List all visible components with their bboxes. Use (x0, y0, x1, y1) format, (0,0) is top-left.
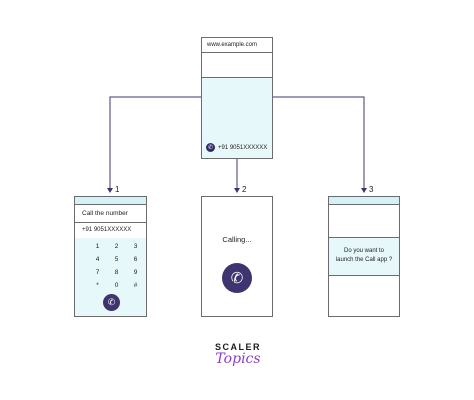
dial-key[interactable]: 2 (114, 243, 119, 250)
step-label-2: 2 (242, 185, 247, 194)
dialer-number: +91 9051XXXXXX (75, 223, 146, 239)
dialog-text-line-2: launch the Call app ? (335, 256, 393, 263)
browser-url: www.example.com (202, 38, 272, 53)
dial-key[interactable]: 4 (95, 256, 100, 263)
step-label-3: 3 (369, 185, 374, 194)
phone-screen-dialer: Call the number +91 9051XXXXXX 1 2 3 4 5 6 7 8 9… (74, 196, 147, 317)
arrowhead-1 (107, 188, 113, 193)
dial-key[interactable]: 8 (114, 269, 119, 276)
phone-icon: ✆ (206, 143, 215, 152)
call-button[interactable]: ✆ (103, 294, 120, 311)
browser-page-header (202, 53, 272, 78)
dial-keys: 1 2 3 4 5 6 7 8 9 * 0 # (88, 242, 145, 292)
logo-text-bottom: Topics (215, 351, 261, 367)
dial-key[interactable]: 1 (95, 243, 100, 250)
scaler-topics-logo: SCALER Topics (214, 342, 262, 378)
phone-icon: ✆ (107, 297, 116, 307)
step-label-1: 1 (115, 185, 120, 194)
active-call-indicator: ✆ (222, 263, 252, 293)
dial-key[interactable]: 9 (133, 269, 138, 276)
dial-key[interactable]: # (133, 282, 138, 289)
phone-screen-calling: Calling... ✆ (201, 196, 273, 317)
dial-key[interactable]: 0 (114, 282, 119, 289)
connector-to-step-3 (273, 96, 365, 190)
phone-link[interactable]: ✆ +91 9051XXXXXX (206, 143, 267, 152)
launch-dialog[interactable]: Do you want to launch the Call app ? (329, 237, 399, 276)
dial-key[interactable]: 3 (133, 243, 138, 250)
arrowhead-3 (361, 188, 367, 193)
dial-key[interactable]: 6 (133, 256, 138, 263)
status-bar (75, 197, 146, 205)
phone-link-number: +91 9051XXXXXX (218, 144, 268, 151)
dialog-text-line-1: Do you want to (343, 248, 385, 254)
browser-window: www.example.com ✆ +91 9051XXXXXX (201, 37, 273, 159)
phone-screen-confirm: Do you want to launch the Call app ? (328, 196, 400, 317)
dialer-title: Call the number (75, 205, 146, 223)
dial-pad: 1 2 3 4 5 6 7 8 9 * 0 # ✆ (75, 238, 146, 316)
status-bar (329, 197, 399, 205)
dial-key[interactable]: * (96, 282, 99, 289)
phone-icon: ✆ (230, 269, 244, 287)
arrowhead-2 (234, 188, 240, 193)
dial-key[interactable]: 5 (114, 256, 119, 263)
dial-key[interactable]: 7 (95, 269, 100, 276)
calling-status: Calling... (222, 235, 252, 244)
logo-text-top: SCALER (214, 342, 261, 352)
browser-content: ✆ +91 9051XXXXXX (202, 78, 272, 158)
connector-to-step-1 (109, 96, 201, 190)
